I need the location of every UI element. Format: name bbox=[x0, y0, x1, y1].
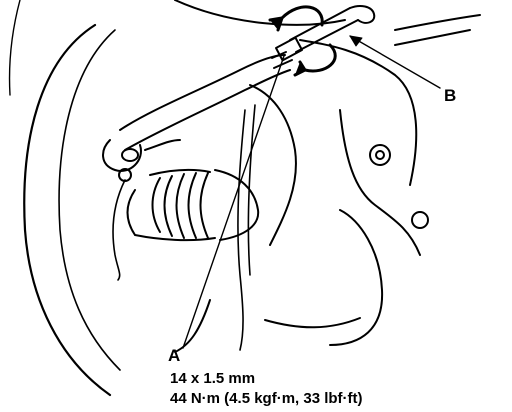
callout-a-label: A bbox=[168, 346, 181, 365]
leader-arrow-b bbox=[349, 35, 363, 47]
torque-spec: 44 N·m (4.5 kgf·m, 33 lbf·ft) bbox=[170, 390, 363, 407]
rotation-arrow-icon bbox=[268, 5, 337, 77]
leader-line-b bbox=[349, 35, 441, 89]
leader-line-a bbox=[182, 55, 285, 349]
callout-b-label: B bbox=[444, 86, 457, 105]
knuckle-body bbox=[174, 0, 481, 353]
brake-hose bbox=[112, 104, 256, 351]
wrench-tool bbox=[271, 5, 376, 69]
cv-boot bbox=[126, 168, 260, 242]
bolt-size-spec: 14 x 1.5 mm bbox=[170, 370, 256, 387]
wheel-outline bbox=[8, 0, 121, 397]
